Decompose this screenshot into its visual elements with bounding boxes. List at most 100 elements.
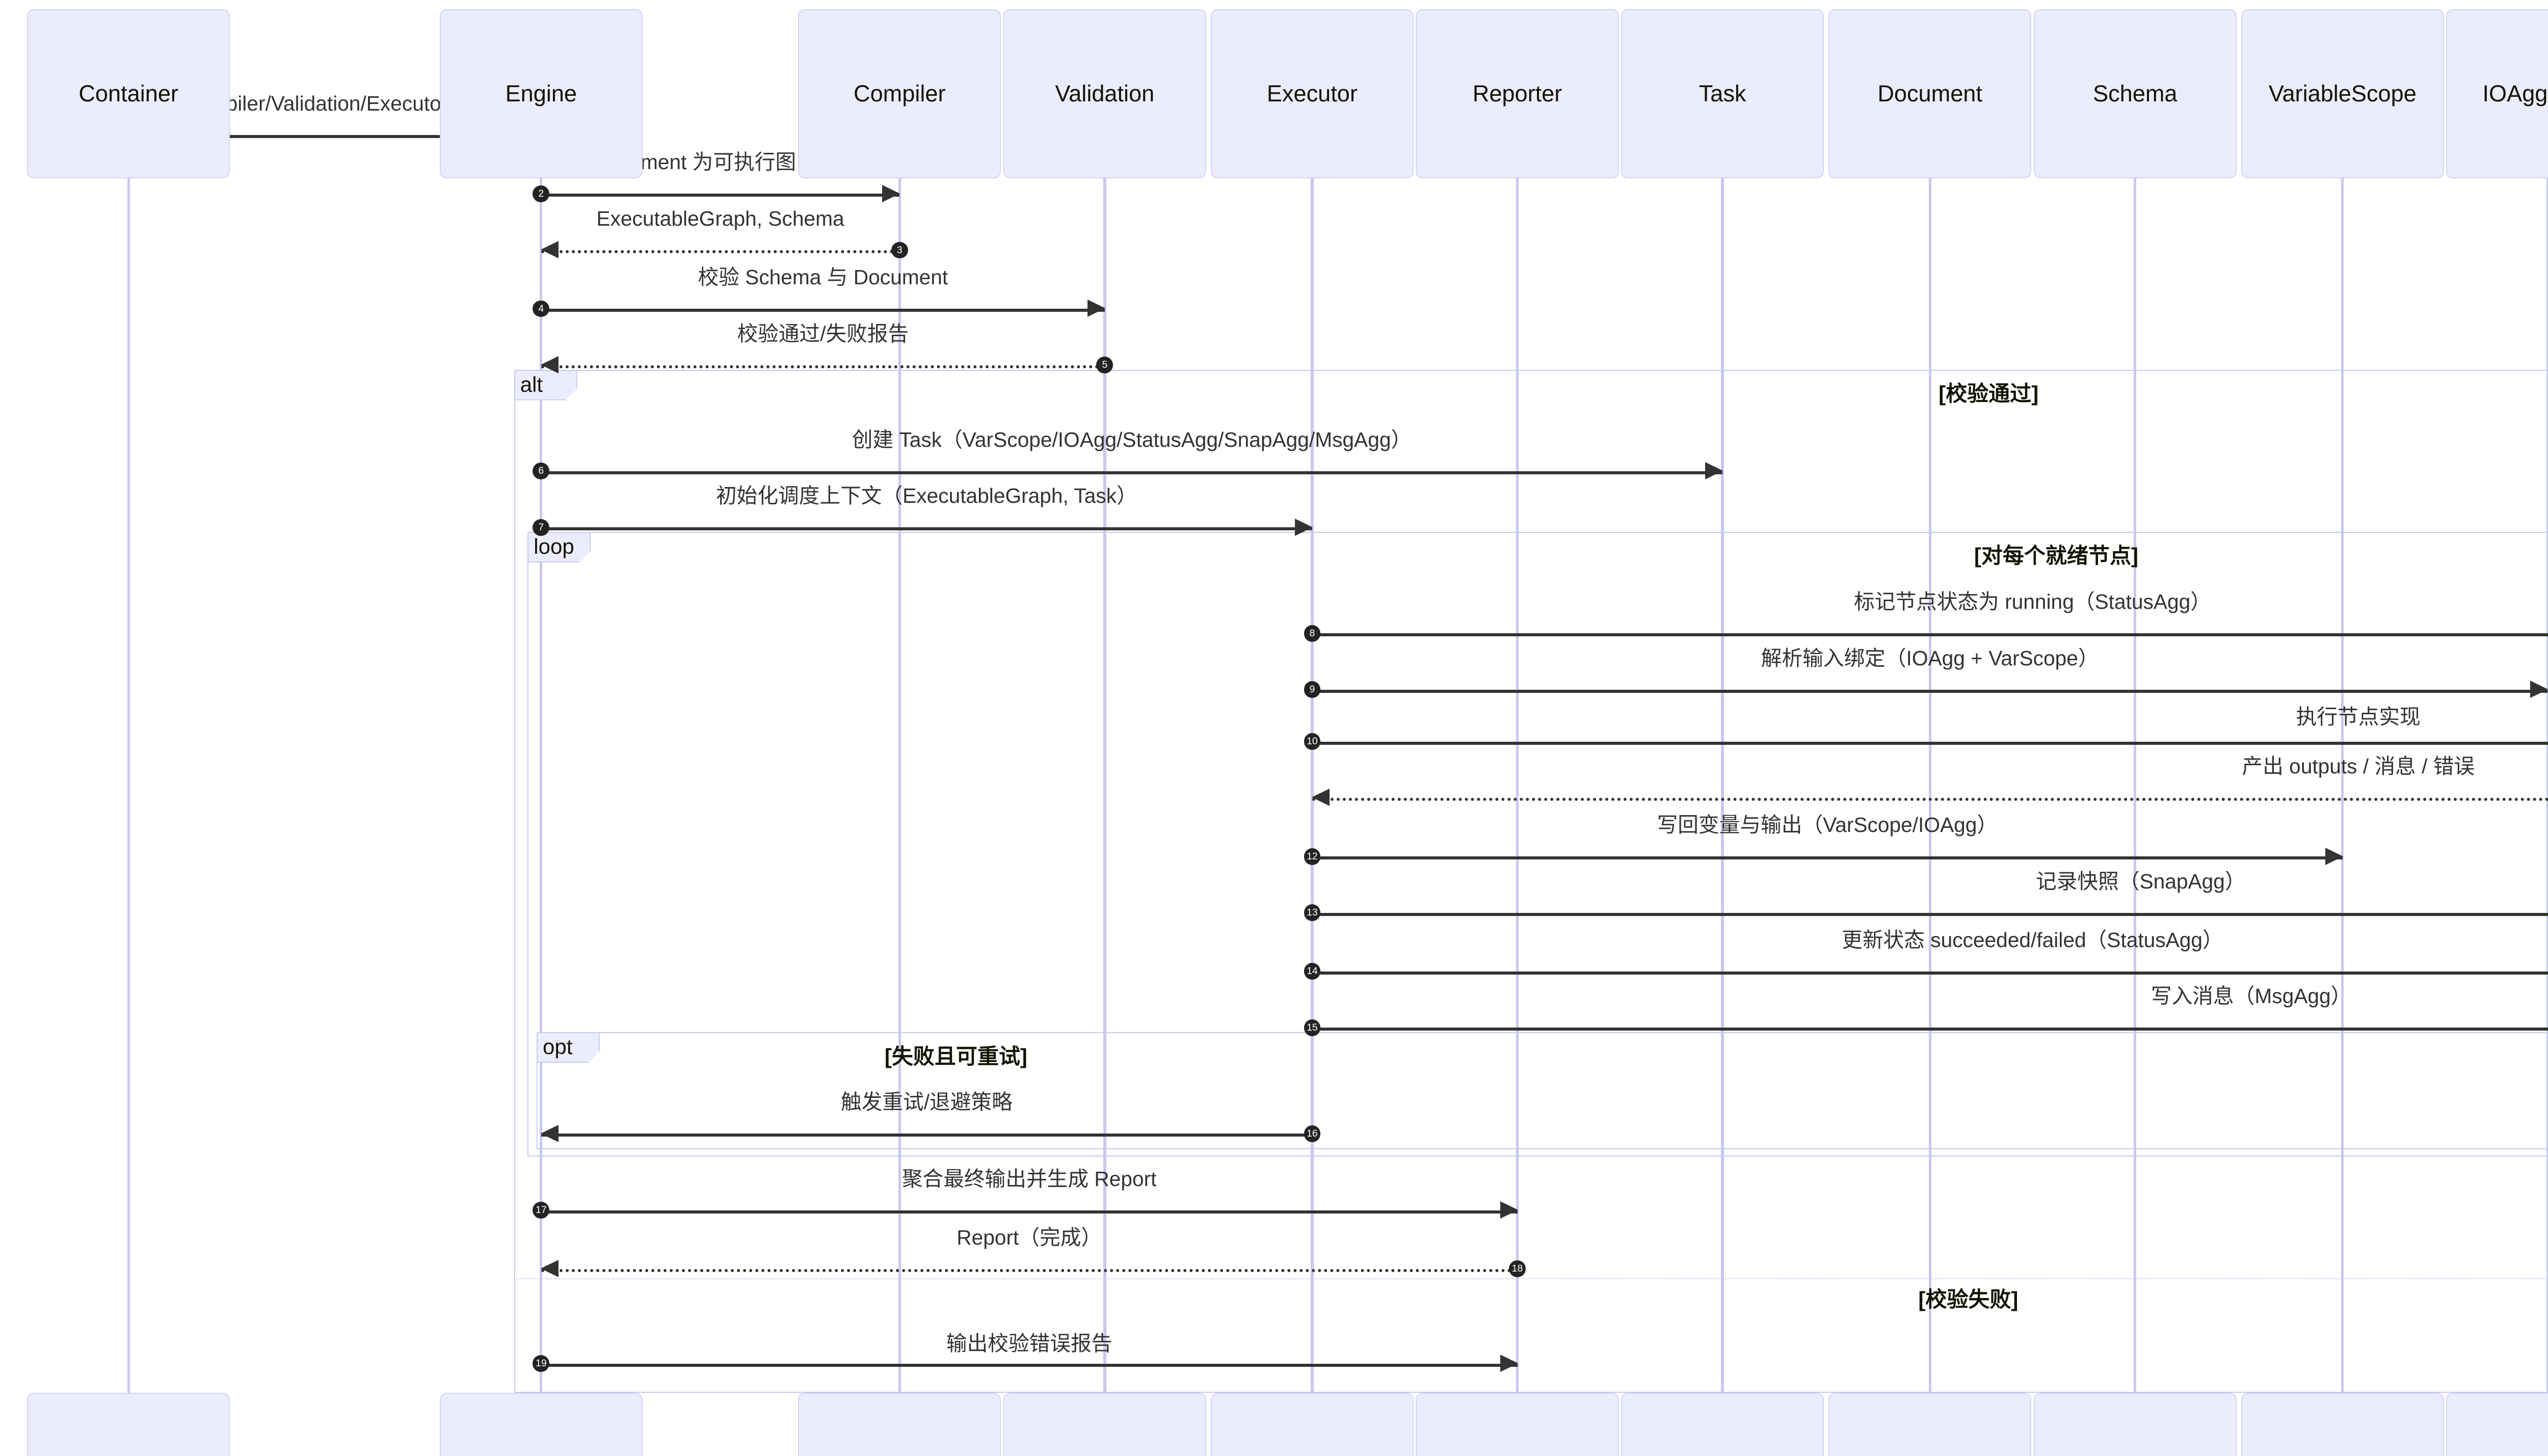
participant-varscope-bottom[interactable]: VariableScope [2241,1393,2444,1456]
arrowhead-2 [882,184,900,202]
lifeline-compiler [898,178,901,1393]
message-line-8 [1312,633,2548,637]
arrowhead-5 [540,356,559,374]
message-label-8: 标记节点状态为 running（StatusAgg） [1853,590,2211,614]
sequence-number-9: 9 [1304,681,1321,698]
message-label-7: 初始化调度上下文（ExecutableGraph, Task） [715,484,1137,508]
participant-reporter-bottom[interactable]: Reporter [1416,1393,1619,1456]
arrowhead-4 [1087,300,1105,317]
participant-executor-bottom[interactable]: Executor [1210,1393,1414,1456]
fragment-divider-alt-0 [514,1278,2548,1279]
sequence-number-6: 6 [533,463,550,480]
lifeline-reporter [1516,178,1519,1393]
sequence-number-16: 16 [1304,1125,1321,1142]
message-label-18: Report（完成） [957,1225,1102,1249]
arrowhead-11 [1311,789,1330,806]
participant-document-top[interactable]: Document [1828,9,2032,178]
message-label-6: 创建 Task（VarScope/IOAgg/StatusAgg/SnapAgg… [852,427,1412,451]
message-label-15: 写入消息（MsgAgg） [2151,984,2352,1008]
sequence-number-12: 12 [1304,848,1321,865]
sequence-number-8: 8 [1304,625,1321,642]
participant-task-bottom[interactable]: Task [1621,1393,1824,1456]
message-line-6 [541,471,1723,474]
arrowhead-3 [540,241,559,259]
participant-engine-top[interactable]: Engine [439,9,643,178]
fragment-label-opt: opt [536,1032,600,1063]
message-line-10 [1312,741,2548,745]
arrowhead-19 [1500,1354,1518,1372]
message-line-15 [1312,1028,2548,1031]
arrowhead-12 [2325,847,2343,865]
participant-label-engine: Engine [505,80,577,106]
lifeline-varscope [2341,178,2344,1393]
lifeline-validation [1103,178,1106,1393]
message-line-9 [1312,689,2548,693]
sequence-number-14: 14 [1304,963,1321,980]
sequence-number-17: 17 [533,1202,550,1219]
fragment-opt [536,1032,2548,1150]
participant-task-top[interactable]: Task [1621,9,1824,178]
participant-ioagg-top[interactable]: IOAggregate [2446,9,2548,178]
sequence-number-7: 7 [533,519,550,536]
message-line-12 [1312,856,2343,860]
sequence-number-19: 19 [533,1355,550,1372]
message-label-4: 校验 Schema 与 Document [698,265,948,289]
message-line-17 [541,1210,1518,1214]
message-line-4 [541,309,1105,312]
arrowhead-17 [1500,1201,1518,1219]
fragment-condition-alt-1: [校验失败] [1918,1287,2019,1312]
arrowhead-9 [2530,681,2548,698]
message-line-16 [541,1134,1312,1137]
participant-compiler-top[interactable]: Compiler [798,9,1001,178]
participant-label-reporter: Reporter [1472,80,1562,106]
fragment-condition-alt-0: [校验通过] [1939,381,2039,406]
message-label-16: 触发重试/退避策略 [840,1090,1013,1114]
lifeline-schema [2134,178,2137,1393]
sequence-number-4: 4 [533,300,550,317]
lifeline-engine [540,178,543,1393]
message-line-13 [1312,912,2548,916]
participant-schema-bottom[interactable]: Schema [2033,1393,2237,1456]
fragment-label-loop: loop [527,532,591,563]
message-line-3 [541,250,900,254]
participant-document-bottom[interactable]: Document [1828,1393,2032,1456]
participant-label-container: Container [78,80,178,106]
arrowhead-7 [1294,518,1313,536]
sequence-number-2: 2 [533,185,550,202]
participant-label-compiler: Compiler [854,80,946,106]
participant-label-validation: Validation [1055,80,1155,106]
participant-label-varscope: VariableScope [2268,80,2417,106]
participant-schema-top[interactable]: Schema [2033,9,2237,178]
message-line-1 [128,135,541,139]
fragment-condition-loop-0: [对每个就绪节点] [1974,544,2138,568]
arrowhead-18 [540,1260,559,1278]
participant-validation-top[interactable]: Validation [1003,9,1206,178]
participant-reporter-top[interactable]: Reporter [1416,9,1619,178]
message-label-17: 聚合最终输出并生成 Report [901,1167,1157,1191]
participant-validation-bottom[interactable]: Validation [1003,1393,1206,1456]
sequence-number-3: 3 [891,241,908,259]
message-line-14 [1312,971,2548,975]
participant-ioagg-bottom[interactable]: IOAggregate [2446,1393,2548,1456]
message-line-2 [541,194,900,197]
message-label-13: 记录快照（SnapAgg） [2036,869,2246,893]
participant-label-document: Document [1877,80,1982,106]
message-label-5: 校验通过/失败报告 [737,321,909,345]
lifeline-task [1721,178,1724,1393]
participant-executor-top[interactable]: Executor [1210,9,1414,178]
message-line-19 [541,1363,1518,1367]
message-label-11: 产出 outputs / 消息 / 错误 [2242,754,2475,778]
participant-compiler-bottom[interactable]: Compiler [798,1393,1001,1456]
sequence-number-5: 5 [1096,357,1113,374]
message-line-7 [541,527,1312,531]
fragment-condition-opt-0: [失败且可重试] [884,1044,1027,1068]
participant-container-top[interactable]: Container [27,9,230,178]
participant-container-bottom[interactable]: Container [27,1393,230,1456]
message-line-18 [541,1269,1518,1272]
message-label-3: ExecutableGraph, Schema [596,207,844,231]
message-label-12: 写回变量与输出（VarScope/IOAgg） [1657,813,1998,837]
participant-engine-bottom[interactable]: Engine [439,1393,643,1456]
participant-varscope-top[interactable]: VariableScope [2241,9,2444,178]
lifeline-document [1928,178,1931,1393]
